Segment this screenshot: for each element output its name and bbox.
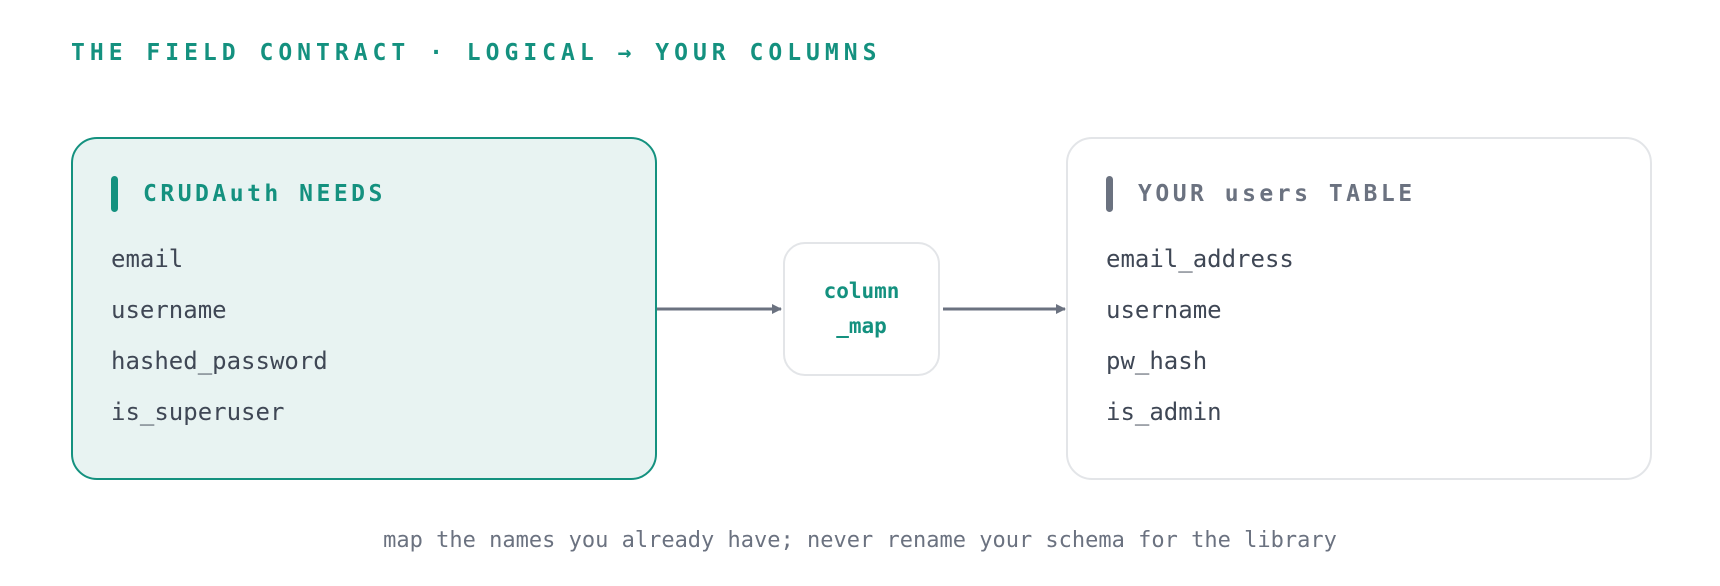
column-is-admin: is_admin — [1106, 398, 1222, 426]
column-map-label: column _map — [823, 279, 900, 338]
column-email-address: email_address — [1106, 245, 1294, 273]
panel-title-text: YOUR users TABLE — [1138, 181, 1416, 207]
column-username: username — [1106, 296, 1222, 324]
column-pw-hash: pw_hash — [1106, 347, 1208, 375]
users-table-panel: YOUR users TABLE email_address username … — [1066, 137, 1652, 480]
field-is-superuser: is_superuser — [111, 398, 285, 426]
panel-title-users-table: YOUR users TABLE — [1106, 176, 1416, 212]
diagram-heading: THE FIELD CONTRACT · LOGICAL → YOUR COLU… — [71, 40, 882, 66]
logical-field-list: email username hashed_password is_superu… — [111, 245, 328, 449]
column-field-list: email_address username pw_hash is_admin — [1106, 245, 1294, 449]
panel-title-text: CRUDAuth NEEDS — [143, 181, 386, 207]
accent-bar — [1106, 176, 1113, 212]
field-hashed-password: hashed_password — [111, 347, 328, 375]
column-map-node: column _map — [783, 242, 940, 376]
field-username: username — [111, 296, 227, 324]
field-email: email — [111, 245, 184, 273]
panel-title-crudauth: CRUDAuth NEEDS — [111, 176, 386, 212]
crudauth-needs-panel: CRUDAuth NEEDS email username hashed_pas… — [71, 137, 657, 480]
accent-bar — [111, 176, 118, 212]
diagram-caption: map the names you already have; never re… — [383, 528, 1337, 553]
